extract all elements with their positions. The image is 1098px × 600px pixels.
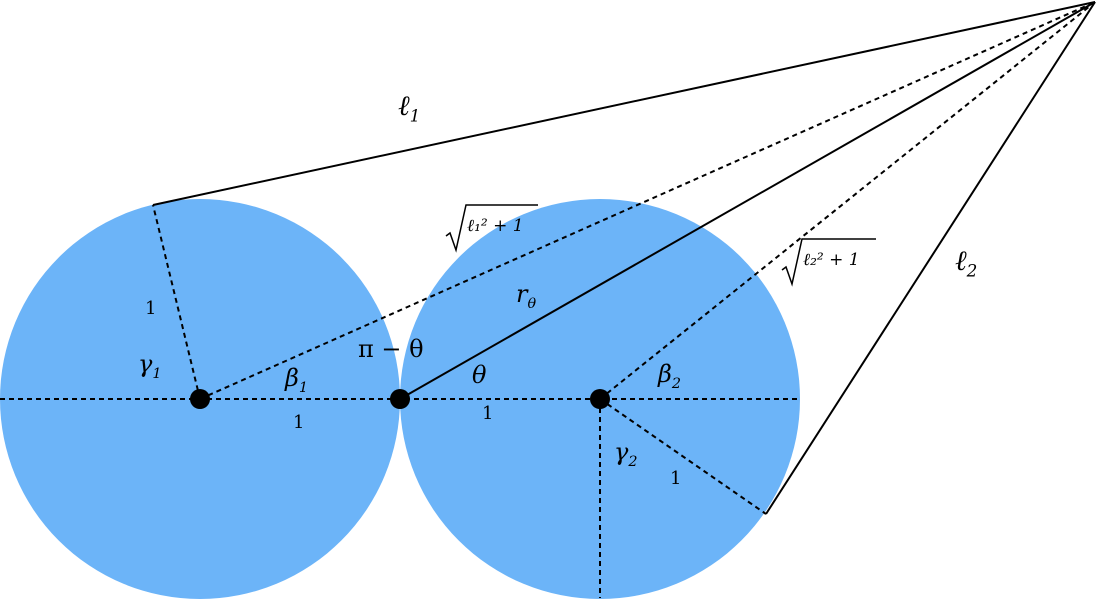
label-l1: ℓ1: [398, 89, 421, 126]
left-center-to-apex-dashed: [199, 1, 1096, 400]
label-l2: ℓ2: [955, 244, 978, 281]
right-center-to-apex-dashed: [599, 1, 1096, 400]
right-center-point: [590, 389, 610, 409]
sqrt-sign-2: [781, 238, 876, 287]
label-radius-left: 1: [145, 298, 157, 319]
tangent-l2: [765, 1, 1096, 515]
tangent-l1: [152, 1, 1096, 206]
left-center-point: [190, 389, 210, 409]
label-gamma1: γ1: [138, 350, 162, 382]
label-sqrt-l1: ℓ₁² + 1: [467, 216, 524, 236]
label-sqrt-l2: ℓ₂² + 1: [803, 250, 860, 270]
label-radius-middle: 1: [482, 403, 494, 424]
tangency-point: [390, 389, 410, 409]
label-theta: θ: [472, 361, 487, 389]
sqrt-sign-1: [445, 204, 538, 253]
label-pi-minus-theta: π − θ: [358, 335, 424, 363]
r-theta-line: [399, 1, 1096, 400]
left-radius-dashed: [152, 204, 201, 400]
right-radius-dashed: [599, 398, 767, 515]
label-beta1: β1: [285, 364, 309, 396]
label-gamma2: γ2: [614, 438, 638, 470]
label-radius-beta1: 1: [293, 412, 305, 433]
label-radius-gamma2: 1: [670, 468, 682, 489]
label-r-theta: rθ: [516, 280, 537, 312]
label-beta2: β2: [658, 360, 682, 392]
